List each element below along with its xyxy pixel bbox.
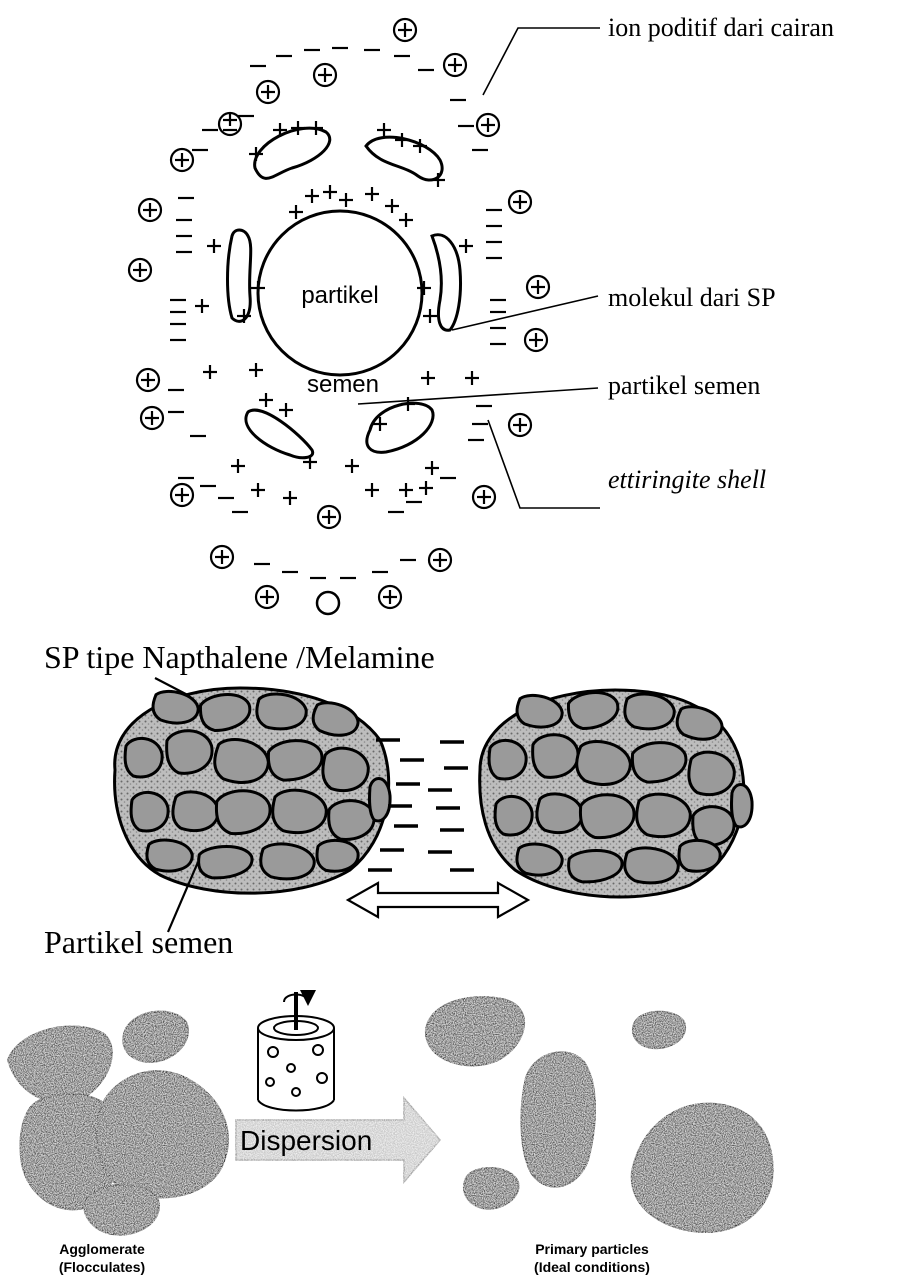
- plus-charge: [399, 483, 413, 497]
- plus-charge: [377, 123, 391, 137]
- plus-charge: [401, 397, 415, 411]
- positive-ion-symbol: [171, 484, 193, 506]
- positive-ion-symbol: [379, 586, 401, 608]
- plus-charge: [195, 299, 209, 313]
- ideal-conditions-caption: (Ideal conditions): [534, 1259, 650, 1275]
- positive-ion-symbol: [256, 586, 278, 608]
- plus-charge: [283, 491, 297, 505]
- plus-charge: [395, 133, 409, 147]
- sp-adsorbed-cell: [125, 738, 162, 777]
- sp-adsorbed-cell: [317, 840, 358, 871]
- top-diagram: partikel semen ion poditif dari cairan: [129, 13, 834, 614]
- positive-ion-symbol: [525, 329, 547, 351]
- cement-grain-left: [115, 688, 390, 893]
- positive-ion-symbol: [509, 191, 531, 213]
- plus-charge: [399, 213, 413, 227]
- bottom-diagram: Dispersion Agglomerate (Flocculates) Pri…: [8, 992, 773, 1275]
- positive-ion-symbol: [394, 19, 416, 41]
- agglomerate-caption: Agglomerate: [59, 1241, 145, 1257]
- positive-ion-symbol: [141, 407, 163, 429]
- central-particle-label: partikel: [301, 282, 378, 309]
- positive-ion-symbol: [477, 114, 499, 136]
- middle-diagram: SP tipe Napthalene /Melamine Partikel se…: [44, 639, 752, 960]
- plus-charge: [305, 189, 319, 203]
- plus-charge: [249, 363, 263, 377]
- sp-adsorbed-cell: [369, 778, 390, 820]
- plus-charge: [421, 371, 435, 385]
- positive-ion-symbol: [314, 64, 336, 86]
- leader-lines: [358, 28, 600, 508]
- plus-charge: [289, 205, 303, 219]
- positive-ion-symbol: [429, 549, 451, 571]
- mixed-ion-symbol: [219, 113, 241, 135]
- positive-ion-symbol: [137, 369, 159, 391]
- plus-charge: [291, 121, 305, 135]
- primary-particles: [426, 997, 773, 1232]
- plus-charge: [423, 309, 437, 323]
- positive-ion-symbol: [318, 506, 340, 528]
- plus-charge: [459, 239, 473, 253]
- positive-ion-symbol: [171, 149, 193, 171]
- plus-charge: [251, 483, 265, 497]
- plus-charge: [279, 403, 293, 417]
- cement-grain-right: [480, 688, 752, 897]
- positive-ion-symbol: [473, 486, 495, 508]
- positive-ions: [129, 19, 549, 608]
- label-positive-ion: ion poditif dari cairan: [608, 13, 834, 42]
- repulsion-double-arrow: [348, 883, 528, 917]
- flocculates-caption: (Flocculates): [59, 1259, 145, 1275]
- sp-adsorbed-cell: [489, 740, 526, 779]
- sp-adsorbed-cell: [495, 796, 532, 835]
- plus-charge: [259, 393, 273, 407]
- plus-charge: [365, 483, 379, 497]
- plus-charge: [339, 193, 353, 207]
- neutral-ion: [317, 592, 339, 614]
- plus-charge: [203, 365, 217, 379]
- dispersion-label: Dispersion: [240, 1125, 372, 1156]
- plus-charge: [309, 121, 323, 135]
- cement-word-label: semen: [307, 371, 379, 398]
- agglomerate-particles: [8, 1012, 228, 1235]
- positive-ion-symbol: [257, 81, 279, 103]
- plus-charge: [425, 461, 439, 475]
- positive-ion-symbol: [444, 54, 466, 76]
- mixer-icon: [258, 992, 334, 1111]
- plus-charge: [419, 481, 433, 495]
- plus-charge: [345, 459, 359, 473]
- positive-ion-symbol: [211, 546, 233, 568]
- label-cement-particle: partikel semen: [608, 371, 760, 400]
- plus-charge: [207, 239, 221, 253]
- sp-adsorbed-cell: [131, 792, 168, 831]
- plus-charge: [323, 185, 337, 199]
- plus-charge: [231, 459, 245, 473]
- positive-ion-symbol: [129, 259, 151, 281]
- sp-type-title: SP tipe Napthalene /Melamine: [44, 639, 435, 675]
- plus-charge: [465, 371, 479, 385]
- plus-charge: [385, 199, 399, 213]
- positive-ion-symbol: [509, 414, 531, 436]
- sp-adsorbed-cell: [731, 784, 752, 826]
- plus-charge: [417, 281, 431, 295]
- plus-charge: [365, 187, 379, 201]
- positive-ion-symbol: [527, 276, 549, 298]
- cement-particle-caption: Partikel semen: [44, 924, 233, 960]
- positive-ion-symbol: [139, 199, 161, 221]
- label-ettringite: ettiringite shell: [608, 465, 766, 494]
- plus-charge: [431, 173, 445, 187]
- sp-adsorbed-cell: [679, 840, 720, 871]
- primary-particles-caption: Primary particles: [535, 1241, 649, 1257]
- plus-charge: [251, 281, 265, 295]
- label-sp-molecule: molekul dari SP: [608, 283, 776, 312]
